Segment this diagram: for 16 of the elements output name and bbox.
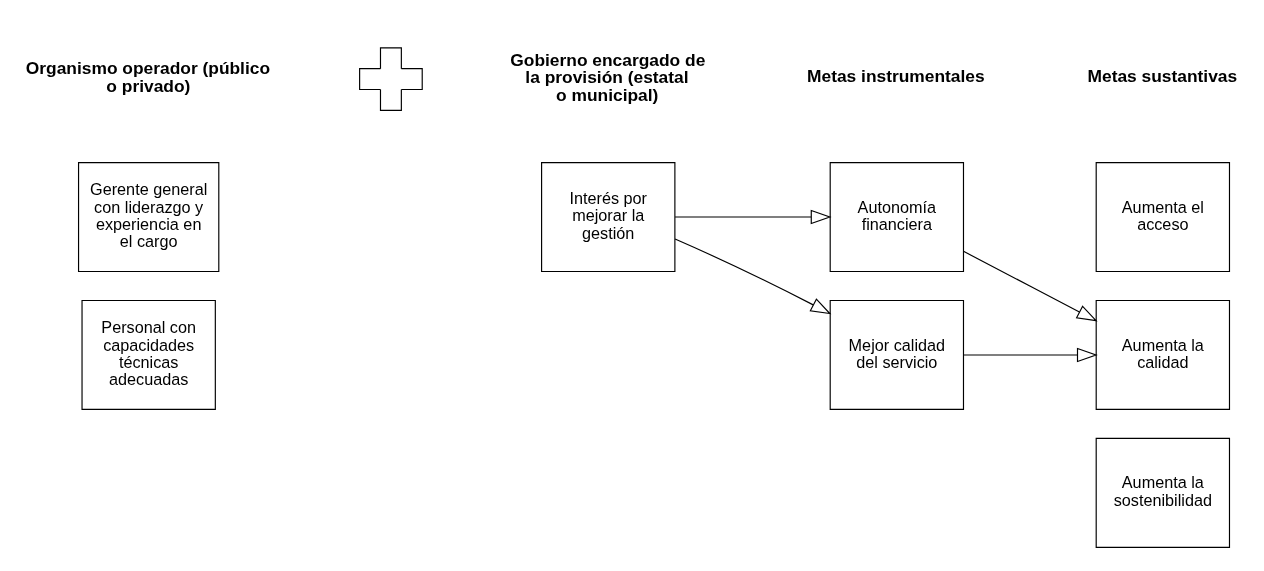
arrow <box>674 237 832 314</box>
label: Metas sustantivas <box>1087 65 1238 86</box>
node-box: Autonomía financiera <box>829 161 965 272</box>
label: Metas instrumentales <box>807 65 985 86</box>
node-box: Aumenta el acceso <box>1095 161 1231 272</box>
arrow <box>962 250 1098 321</box>
node-box: Aumenta la sostenibilidad <box>1095 437 1231 548</box>
node-box: Mejor calidad del servicio <box>829 299 965 410</box>
label: Gobierno encargado de la provisión (estatal o municipal) <box>510 49 706 105</box>
node-box: Personal con capacidades técnicas adecuadas <box>81 299 216 410</box>
label: Organismo operador (público o privado) <box>25 57 271 96</box>
node-box: Interés por mejorar la gestión <box>541 161 676 272</box>
node-box: Aumenta la calidad <box>1095 299 1231 410</box>
node-box: Gerente general con liderazgo y experiencia en el cargo <box>78 161 220 272</box>
arrow <box>674 209 832 224</box>
arrow <box>962 347 1098 362</box>
